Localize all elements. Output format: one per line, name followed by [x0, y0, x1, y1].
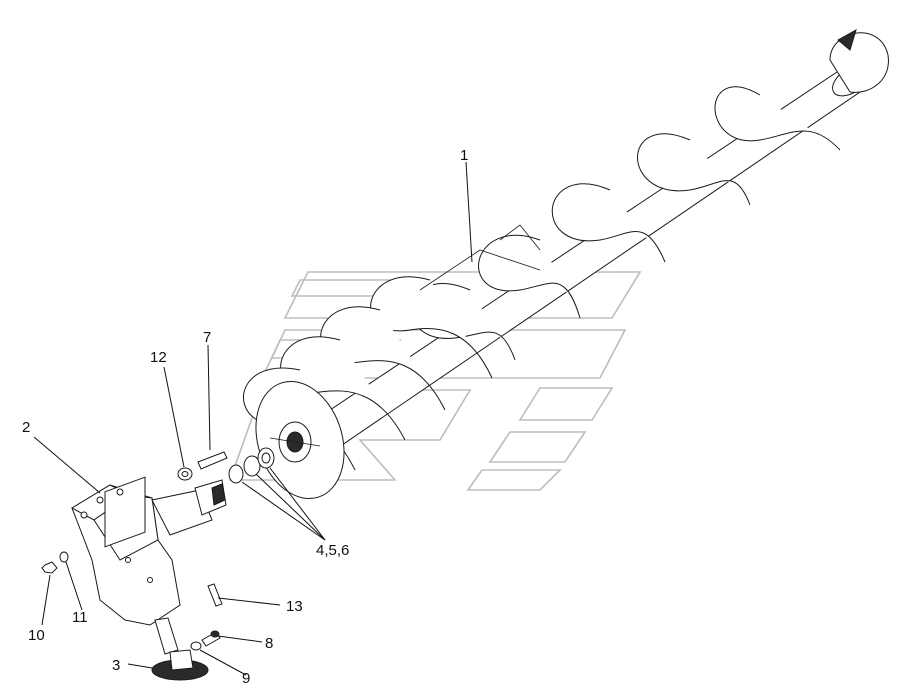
- callout-label-1: 1: [460, 147, 468, 164]
- callout-labels: 1 2 3 4,5,6 7 8 9 10 11 12 13: [22, 147, 468, 687]
- watermark-logo: [228, 271, 642, 491]
- callout-label-10: 10: [28, 627, 45, 644]
- bolt-part: [201, 630, 221, 647]
- washer-set: [228, 447, 275, 484]
- callout-label-8: 8: [265, 635, 273, 652]
- callout-label-12: 12: [150, 349, 167, 366]
- gearbox-part: [70, 476, 227, 655]
- callout-label-2: 2: [22, 419, 30, 436]
- callout-label-3: 3: [112, 657, 120, 674]
- pin-part: [197, 451, 228, 470]
- callout-label-7: 7: [203, 329, 211, 346]
- auger-assembly: [242, 28, 889, 500]
- small-nut-part: [190, 641, 202, 651]
- key-part: [207, 583, 223, 607]
- leader-lines: [33, 161, 473, 676]
- nut-part: [41, 561, 58, 574]
- washer-part: [177, 467, 193, 481]
- lock-washer-part: [59, 551, 69, 563]
- sprocket-part: [151, 649, 209, 681]
- callout-label-4-5-6: 4,5,6: [316, 542, 349, 559]
- callout-label-13: 13: [286, 598, 303, 615]
- callout-label-9: 9: [242, 670, 250, 687]
- callout-label-11: 11: [72, 609, 88, 626]
